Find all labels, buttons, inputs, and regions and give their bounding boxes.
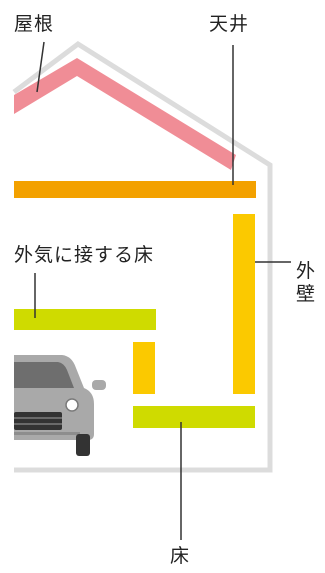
roof-band	[14, 58, 236, 170]
floor-band	[133, 406, 255, 428]
exterior-floor-band	[14, 309, 156, 330]
ceiling-label: 天井	[209, 13, 250, 35]
exterior-wall-band	[233, 214, 255, 394]
roof-leader-line	[36, 41, 45, 93]
exterior-wall-label: 外 壁	[296, 260, 317, 305]
ceiling-band	[14, 181, 256, 198]
roof-label: 屋根	[14, 13, 55, 35]
floor-label: 床	[170, 545, 191, 567]
inner-wall-band	[133, 342, 155, 394]
exterior-floor-label: 外気に接する床	[14, 244, 155, 266]
house-outline	[12, 40, 273, 473]
car-front-icon	[14, 355, 106, 456]
